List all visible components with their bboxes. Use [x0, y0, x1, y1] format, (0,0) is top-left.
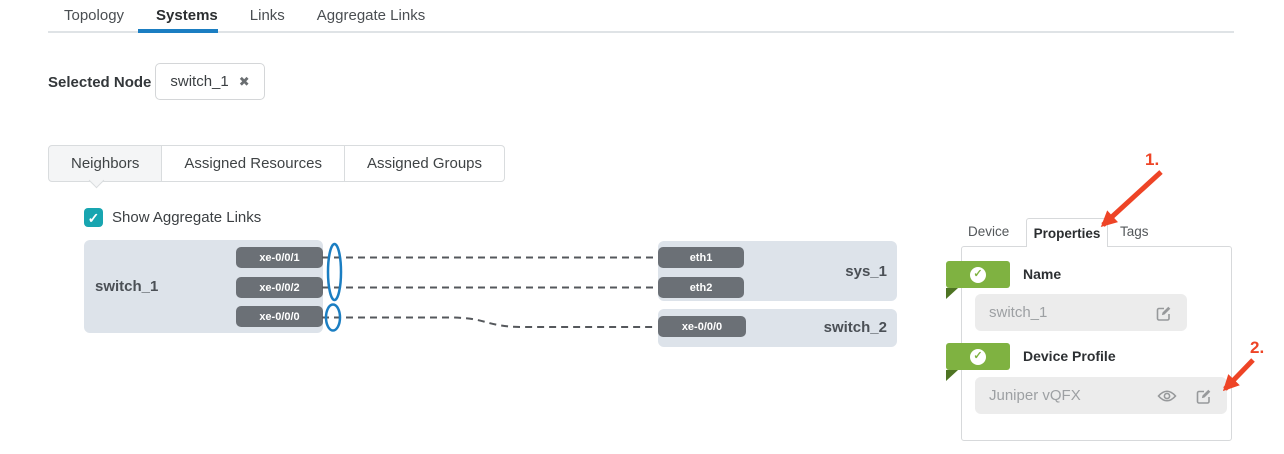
node-label: switch_2 — [823, 319, 887, 336]
device-profile-value: Juniper vQFX — [989, 387, 1081, 404]
port-xe-0-0-2[interactable]: xe-0/0/2 — [236, 277, 323, 298]
eye-icon[interactable] — [1157, 389, 1177, 403]
tab-assigned-groups[interactable]: Assigned Groups — [344, 145, 506, 182]
check-circle-icon: ✓ — [970, 266, 986, 283]
selected-node-label: Selected Node — [48, 74, 152, 91]
panel-tab-tags[interactable]: Tags — [1120, 224, 1149, 239]
edit-icon[interactable] — [1195, 387, 1213, 405]
aggregate-link-ellipse — [326, 242, 343, 302]
name-value-field: switch_1 — [975, 294, 1187, 331]
name-section-title: Name — [1023, 266, 1062, 282]
panel-tab-device[interactable]: Device — [968, 224, 1010, 239]
aggregate-links-toggle-row: ✓ Show Aggregate Links — [84, 208, 261, 227]
link-line-3 — [322, 316, 657, 328]
ribbon-fold — [946, 370, 958, 381]
selected-node-chip[interactable]: switch_1 ✖ — [155, 63, 265, 100]
port-eth1[interactable]: eth1 — [658, 247, 744, 268]
tab-systems[interactable]: Systems — [156, 7, 218, 24]
tab-assigned-resources[interactable]: Assigned Resources — [162, 145, 345, 182]
single-link-ellipse — [324, 303, 342, 332]
name-value: switch_1 — [989, 304, 1048, 321]
edit-icon[interactable] — [1155, 304, 1173, 322]
neighbors-tab-group: Neighbors Assigned Resources Assigned Gr… — [48, 145, 506, 182]
show-aggregate-links-checkbox[interactable]: ✓ — [84, 208, 103, 227]
node-label: sys_1 — [845, 263, 887, 280]
selected-node-value: switch_1 — [170, 73, 229, 90]
tab-topology[interactable]: Topology — [64, 7, 125, 24]
ribbon-fold — [946, 288, 958, 299]
device-profile-section-title: Device Profile — [1023, 348, 1116, 364]
port-eth2[interactable]: eth2 — [658, 277, 744, 298]
aggregate-links-label: Show Aggregate Links — [112, 209, 262, 226]
port-xe-0-0-0[interactable]: xe-0/0/0 — [236, 306, 323, 327]
panel-tab-properties[interactable]: Properties — [1026, 218, 1108, 247]
main-tab-bar: Topology Systems Links Aggregate Links — [48, 0, 441, 31]
tab-bar-divider — [48, 31, 1234, 33]
annotation-step-2: 2. — [1250, 338, 1265, 357]
tab-aggregate-links[interactable]: Aggregate Links — [316, 7, 426, 24]
status-ribbon-device-profile: ✓ — [946, 343, 1010, 370]
close-icon[interactable]: ✖ — [238, 74, 250, 89]
annotation-step-1: 1. — [1145, 150, 1160, 169]
port-xe-0-0-1[interactable]: xe-0/0/1 — [236, 247, 323, 268]
node-label: switch_1 — [95, 278, 159, 295]
status-ribbon-name: ✓ — [946, 261, 1010, 288]
port-xe-0-0-0-switch2[interactable]: xe-0/0/0 — [658, 316, 746, 337]
check-circle-icon: ✓ — [970, 348, 986, 365]
active-tab-underline — [138, 29, 218, 33]
tab-neighbors[interactable]: Neighbors — [48, 145, 163, 182]
tab-links[interactable]: Links — [249, 7, 285, 24]
check-icon: ✓ — [87, 209, 100, 226]
device-profile-value-field: Juniper vQFX — [975, 377, 1227, 414]
